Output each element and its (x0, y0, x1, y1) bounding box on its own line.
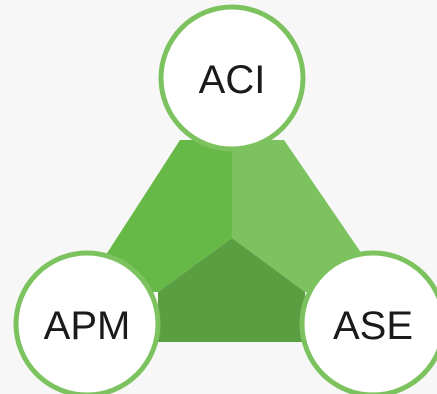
pyramid-facet-bottom (158, 238, 305, 342)
node-ase-circle (299, 250, 437, 394)
node-apm: APM (13, 250, 161, 394)
node-aci-circle (158, 4, 306, 152)
node-aci: ACI (158, 4, 306, 152)
node-ase: ASE (299, 250, 437, 394)
node-apm-label: APM (44, 304, 131, 348)
node-apm-circle (13, 250, 161, 394)
pyramid-facet-top-right (232, 140, 388, 292)
node-ase-label: ASE (333, 304, 413, 348)
node-aci-label: ACI (199, 58, 266, 102)
pyramid-facet-top-left (82, 140, 232, 292)
